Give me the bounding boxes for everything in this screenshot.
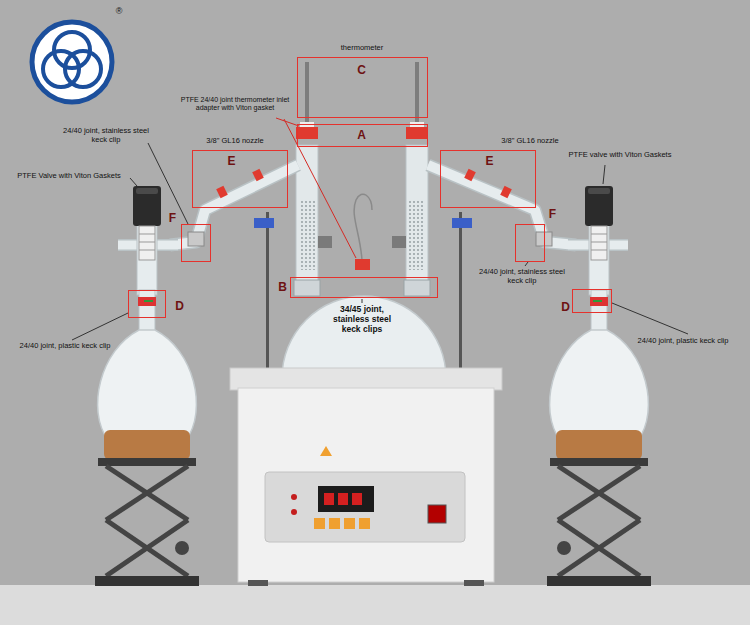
clamp xyxy=(392,236,406,248)
clamp xyxy=(254,218,274,228)
thermometer-probe xyxy=(296,62,428,139)
heating-mantle xyxy=(464,580,484,586)
part-label: PTFE 24/40 joint thermometer inlet adapt… xyxy=(178,96,292,112)
part-label: PTFE Valve with Viton Gaskets xyxy=(10,172,128,181)
callout-letter: D xyxy=(561,301,570,313)
condenser-arm xyxy=(428,165,576,245)
leader-line xyxy=(612,303,688,334)
clamp xyxy=(452,218,472,228)
leader-line xyxy=(362,299,363,303)
leader-line xyxy=(525,262,528,266)
thermometer-probe xyxy=(415,62,419,124)
callout-letter: C xyxy=(357,64,366,76)
leader-line xyxy=(284,119,356,258)
leader-line xyxy=(130,178,137,186)
heating-mantle xyxy=(344,518,355,529)
condenser-arm xyxy=(464,169,476,181)
heating-mantle xyxy=(291,509,297,515)
callout-letter: F xyxy=(549,208,556,220)
heating-mantle xyxy=(428,505,446,523)
leader-line xyxy=(72,313,128,340)
heating-mantle xyxy=(338,493,348,505)
heating-mantle xyxy=(352,493,362,505)
callout-box: D xyxy=(572,289,612,313)
part-label: 24/40 joint, stainless steel keck clip xyxy=(476,268,568,285)
clamp xyxy=(318,236,332,248)
heating-mantle xyxy=(359,518,370,529)
clamp xyxy=(254,218,472,248)
callout-letter: B xyxy=(278,281,287,293)
distillation-column xyxy=(404,280,430,296)
distillation-column xyxy=(406,145,428,295)
part-label: 24/40 joint, plastic keck clip xyxy=(622,337,744,346)
thermometer-probe xyxy=(406,127,428,139)
part-label: 3/8" GL16 nozzle xyxy=(196,137,274,146)
thermocouple xyxy=(354,194,372,270)
logo xyxy=(32,22,112,102)
callout-letter: D xyxy=(175,300,184,312)
heating-mantle xyxy=(314,518,325,529)
part-label: PTFE valve with Viton Gaskets xyxy=(560,151,680,160)
condenser-arm xyxy=(170,165,298,245)
callout-box: F xyxy=(515,224,545,262)
heating-mantle xyxy=(248,580,268,586)
condenser-arm xyxy=(170,165,298,245)
condenser-arm xyxy=(216,186,228,198)
thermometer-probe xyxy=(296,127,318,139)
callout-box: A xyxy=(297,124,428,147)
callout-box: F xyxy=(181,224,211,262)
condenser-arm xyxy=(500,186,512,198)
callout-box: D xyxy=(128,290,166,318)
callout-box: B xyxy=(290,277,438,298)
part-label: 3/8" GL16 nozzle xyxy=(490,137,570,146)
distillation-column xyxy=(294,280,320,296)
leader-line xyxy=(148,143,188,224)
logo xyxy=(65,51,101,87)
callout-box: E xyxy=(440,150,536,208)
distillation-column xyxy=(299,200,315,270)
distillation-column xyxy=(294,145,430,296)
stand-rod xyxy=(459,212,462,372)
thermocouple xyxy=(355,259,370,270)
heating-mantle xyxy=(329,518,340,529)
thermocouple xyxy=(354,194,372,260)
part-label: thermometer xyxy=(322,44,402,53)
condenser-arm xyxy=(188,232,204,246)
thermometer-probe xyxy=(305,62,309,124)
leader-line xyxy=(603,165,605,184)
stand-rod xyxy=(266,212,269,372)
logo xyxy=(32,22,112,102)
part-label: 34/45 joint, stainless steel keck clips xyxy=(324,305,400,334)
heating-mantle xyxy=(291,494,297,500)
receiver-assembly xyxy=(95,186,199,586)
heating-mantle xyxy=(230,368,502,586)
distillation-column xyxy=(409,200,425,270)
heating-mantle xyxy=(318,486,374,512)
leader-line xyxy=(72,118,688,340)
floor xyxy=(0,585,750,625)
callout-box: E xyxy=(192,150,288,208)
callout-letter: E xyxy=(227,155,235,167)
distillation-column xyxy=(296,145,318,295)
part-label: 24/40 joint, stainless steel keck clip xyxy=(60,127,152,144)
receiver-assembly xyxy=(547,186,651,586)
heating-mantle xyxy=(265,472,465,542)
heating-mantle xyxy=(324,493,334,505)
callout-letter: F xyxy=(169,212,176,224)
logo xyxy=(43,51,79,87)
heating-mantle xyxy=(320,446,332,456)
condenser-arm xyxy=(536,232,552,246)
condenser-arm xyxy=(252,169,264,181)
heating-mantle xyxy=(230,368,502,390)
callout-box: C xyxy=(297,57,428,118)
part-label: ® xyxy=(112,6,126,16)
condenser-arm xyxy=(428,165,576,245)
heating-mantle xyxy=(238,388,494,582)
callout-letter: A xyxy=(357,129,366,141)
part-label: 24/40 joint, plastic keck clip xyxy=(4,342,126,351)
callout-letter: E xyxy=(485,155,493,167)
